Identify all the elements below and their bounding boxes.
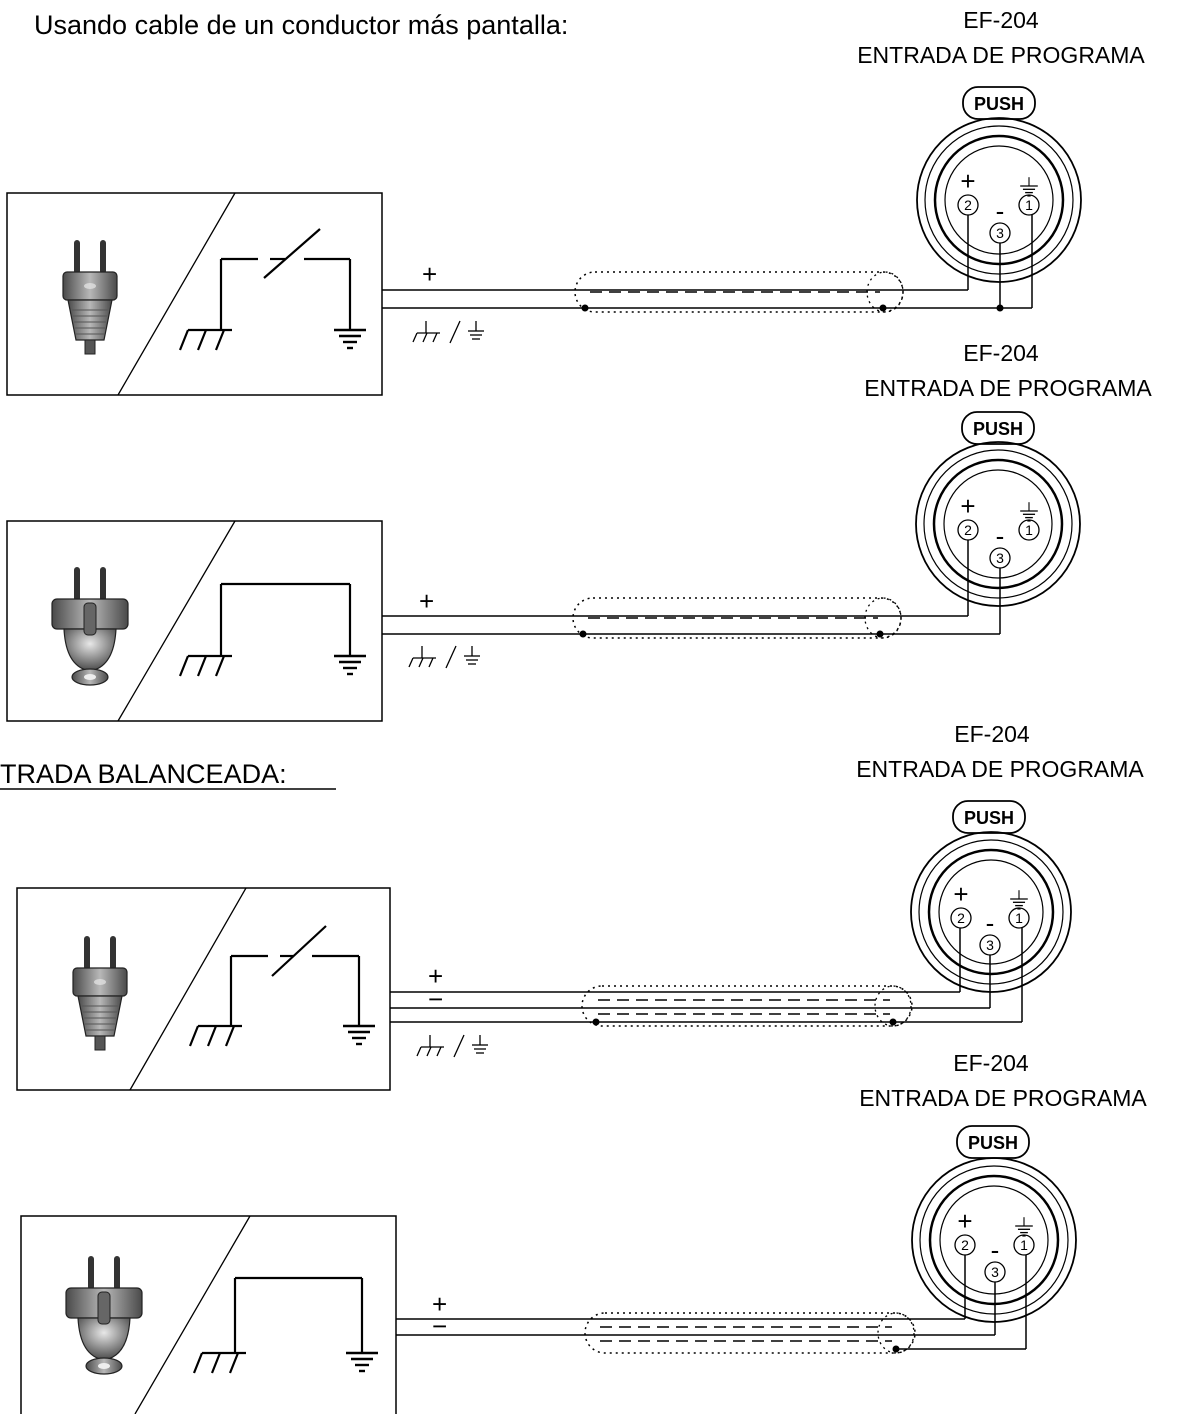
source-box	[16, 887, 391, 1091]
chassis-ground-icon	[192, 1351, 248, 1375]
pin-minus-sign: -	[996, 196, 1005, 226]
earth-ground-icon	[341, 1024, 377, 1046]
panel-divider	[117, 520, 236, 722]
solid-ground	[219, 582, 352, 656]
connector-title: ENTRADA DE PROGRAMA	[857, 42, 1145, 68]
pin-ground-icon	[1019, 177, 1039, 197]
connector-title: ENTRADA DE PROGRAMA	[859, 1085, 1147, 1111]
pin-2: 2	[964, 522, 972, 538]
pin-minus-sign: -	[991, 1235, 1000, 1265]
pin-ground-icon	[1019, 502, 1039, 522]
wire-minus-label: −	[432, 1311, 447, 1341]
wire-plus-label: +	[432, 1289, 447, 1319]
pin-3: 3	[986, 937, 994, 953]
switched-ground	[219, 228, 352, 330]
connector-model: EF-204	[963, 7, 1039, 33]
plug-2pin-icon	[72, 935, 128, 1051]
pin-plus-sign: +	[957, 1206, 972, 1236]
wire-plus-label: +	[422, 259, 437, 289]
connector-model: EF-204	[953, 1050, 1029, 1076]
connector-model: EF-204	[954, 721, 1030, 747]
plug-2pin-icon	[62, 239, 118, 355]
wire-plus-label: +	[428, 961, 443, 991]
wire-plus-label: +	[419, 586, 434, 616]
shield-ground-label-icon	[408, 645, 481, 669]
pin-ground-icon	[1014, 1217, 1034, 1237]
push-label: PUSH	[968, 1133, 1018, 1153]
pin-plus-sign: +	[960, 166, 975, 196]
earth-ground-icon	[344, 1351, 380, 1373]
pin-3: 3	[996, 550, 1004, 566]
earth-ground-icon	[332, 328, 368, 350]
diagram-4: + − EF-204 ENTRADA DE PROGRAMA PUSH 2 1 …	[20, 1050, 1147, 1414]
switched-ground	[229, 925, 361, 1026]
diagram-1: + EF-204 ENTRADA DE PROGRAMA PUSH 2 1 3 …	[6, 7, 1145, 396]
connector-model: EF-204	[963, 340, 1039, 366]
xlr-connector-icon: PUSH	[910, 800, 1072, 993]
push-label: PUSH	[974, 94, 1024, 114]
source-box	[20, 1215, 397, 1414]
connector-title: ENTRADA DE PROGRAMA	[856, 756, 1144, 782]
solid-ground	[233, 1276, 364, 1353]
heading-balanced: TRADA BALANCEADA:	[0, 759, 287, 789]
connector-title: ENTRADA DE PROGRAMA	[864, 375, 1152, 401]
plug-3pin-icon	[51, 566, 129, 686]
xlr-connector-icon: PUSH	[915, 411, 1081, 607]
shield-ground-label-icon	[412, 320, 485, 344]
source-box	[6, 192, 383, 396]
pin-minus-sign: -	[996, 521, 1005, 551]
pin-plus-sign: +	[960, 491, 975, 521]
pin-minus-sign: -	[986, 908, 995, 938]
pin-3: 3	[996, 225, 1004, 241]
panel-divider	[117, 192, 236, 396]
pin-2: 2	[961, 1237, 969, 1253]
pin-1: 1	[1025, 197, 1033, 213]
earth-ground-icon	[332, 654, 368, 676]
pin-2: 2	[964, 197, 972, 213]
pin-1: 1	[1025, 522, 1033, 538]
heading-unbalanced: Usando cable de un conductor más pantall…	[34, 10, 568, 40]
diagram-3: + − EF-204 ENTRADA DE PROGRAMA PUSH 2 1 …	[16, 721, 1144, 1091]
chassis-ground-icon	[178, 328, 234, 352]
wire-minus-label: −	[428, 984, 443, 1014]
pin-1: 1	[1020, 1237, 1028, 1253]
cable-sleeve	[584, 1312, 916, 1354]
plug-3pin-icon	[65, 1255, 143, 1375]
shield-ground-label-icon	[416, 1034, 489, 1058]
shield-junction	[581, 304, 589, 312]
chassis-ground-icon	[188, 1024, 244, 1048]
xlr-connector-icon: PUSH	[911, 1125, 1077, 1323]
xlr-connector-icon: PUSH	[916, 86, 1082, 283]
panel-divider	[129, 887, 247, 1091]
cable-sleeve	[581, 985, 913, 1027]
push-label: PUSH	[964, 808, 1014, 828]
source-box	[6, 520, 383, 722]
pin-2: 2	[957, 910, 965, 926]
diagram-2: + EF-204 ENTRADA DE PROGRAMA PUSH 2 1 3 …	[6, 340, 1152, 722]
panel-divider	[134, 1215, 251, 1414]
chassis-ground-icon	[178, 654, 234, 678]
pin-3: 3	[991, 1264, 999, 1280]
push-label: PUSH	[973, 419, 1023, 439]
pin-plus-sign: +	[953, 879, 968, 909]
cable-sleeve	[574, 271, 904, 313]
cable-sleeve	[572, 597, 902, 639]
pin-ground-icon	[1009, 890, 1029, 910]
pin-1: 1	[1015, 910, 1023, 926]
